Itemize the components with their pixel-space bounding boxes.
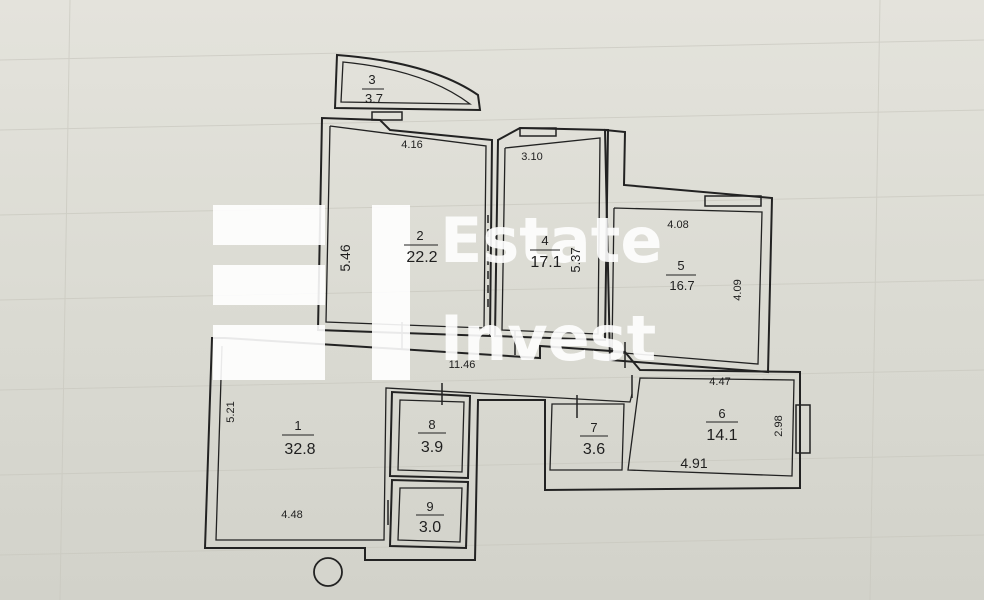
watermark-bar — [213, 265, 325, 305]
dim-room-2-height: 5.46 — [337, 244, 353, 271]
dim-room-4-width: 3.10 — [521, 151, 542, 163]
room-8-area: 3.9 — [421, 439, 443, 456]
wall-room-5-inner — [611, 207, 763, 365]
room-5-number: 5 — [677, 258, 684, 273]
watermark-bar — [213, 325, 325, 380]
wall-room-3 — [333, 53, 482, 112]
room-3-area: 3.7 — [365, 91, 383, 106]
wall-room-2-inner — [325, 125, 487, 329]
dimension-labels: 4.16 5.46 3.10 5.37 4.08 4.09 11.46 4.47… — [225, 139, 785, 521]
dim-room-6-top: 4.47 — [709, 376, 730, 388]
wall-room-8 — [388, 390, 472, 480]
walls — [203, 53, 801, 561]
room-5-area: 16.7 — [669, 278, 694, 293]
dim-room-6-side: 2.98 — [773, 415, 785, 436]
entrance-marker — [313, 557, 343, 587]
room-9-area: 3.0 — [419, 519, 441, 536]
room-2-number: 2 — [416, 228, 423, 243]
dim-corridor-length: 11.46 — [449, 359, 476, 371]
dim-room-4-height: 5.37 — [568, 247, 583, 272]
window-room-5 — [704, 195, 762, 207]
room-9-number: 9 — [426, 499, 433, 514]
wall-room-8-inner — [397, 399, 465, 473]
wall-room-5 — [603, 128, 774, 374]
wall-lower-envelope — [203, 337, 801, 561]
room-6-number: 6 — [718, 406, 725, 421]
window-room-4 — [519, 127, 557, 137]
room-7-number: 7 — [590, 420, 597, 435]
dim-room-5-width: 4.08 — [667, 219, 688, 231]
windows — [371, 111, 811, 525]
room-2-area: 22.2 — [406, 249, 437, 266]
dim-room-5-height: 4.09 — [732, 279, 744, 300]
room-8-number: 8 — [428, 417, 435, 432]
room-1-area: 32.8 — [284, 441, 315, 458]
dim-room-2-width: 4.16 — [401, 139, 422, 151]
wall-room-6-inner — [627, 377, 795, 477]
dim-room-6-bottom: 4.91 — [680, 455, 707, 471]
room-6-area: 14.1 — [706, 427, 737, 444]
watermark-bar — [213, 205, 325, 245]
room-4-number: 4 — [541, 233, 548, 248]
wall-room-1-inner — [215, 345, 633, 541]
room-7-area: 3.6 — [583, 441, 605, 458]
room-labels: 3 3.7 2 22.2 4 17.1 5 16.7 6 14.1 7 3.6 … — [282, 72, 738, 536]
wall-room-7-inner — [549, 403, 625, 471]
watermark-line-1: Estate — [440, 204, 662, 277]
watermark-logo: Estate Invest — [213, 204, 662, 380]
wall-room-9-inner — [397, 487, 463, 543]
window-room-6 — [795, 404, 811, 454]
wall-room-4-inner — [501, 137, 601, 335]
room-3-number: 3 — [368, 72, 375, 87]
dim-room-1-height: 5.21 — [225, 401, 237, 422]
watermark-bar — [372, 205, 410, 380]
room-4-area: 17.1 — [530, 254, 561, 271]
dim-room-1-width: 4.48 — [281, 509, 302, 521]
room-1-number: 1 — [294, 418, 301, 433]
wall-room-9 — [388, 478, 470, 550]
wall-room-3-inner — [340, 61, 472, 105]
watermark-line-2: Invest — [440, 302, 656, 375]
window-room-2 — [371, 111, 403, 121]
